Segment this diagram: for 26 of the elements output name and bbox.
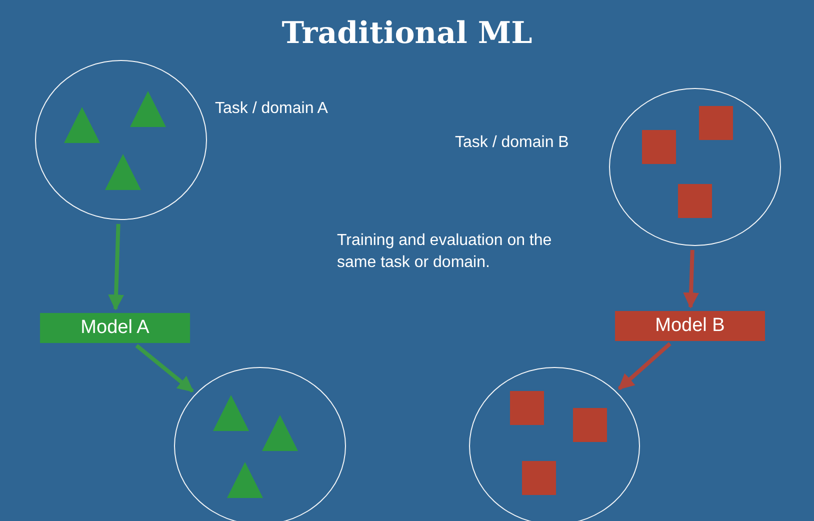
model-box: Model B <box>615 311 765 341</box>
triangle-shape <box>262 415 298 451</box>
arrow <box>108 224 124 311</box>
domain-label: Task / domain B <box>455 133 569 153</box>
arrow <box>683 250 700 309</box>
triangle-shape <box>130 91 166 127</box>
square-shape <box>522 461 556 495</box>
square-shape <box>678 184 712 218</box>
domain-circle <box>174 367 346 521</box>
arrow <box>618 342 672 390</box>
square-shape <box>699 106 733 140</box>
model-box: Model A <box>40 313 190 343</box>
square-shape <box>642 130 676 164</box>
domain-label: Task / domain A <box>215 99 328 119</box>
triangle-shape <box>105 154 141 190</box>
arrow <box>135 344 194 393</box>
triangle-shape <box>213 395 249 431</box>
triangle-shape <box>64 107 100 143</box>
title: Traditional ML <box>280 16 534 51</box>
note-text: Training and evaluation on the same task or domain. <box>337 231 552 273</box>
square-shape <box>573 408 607 442</box>
domain-circle <box>35 60 207 220</box>
square-shape <box>510 391 544 425</box>
domain-circle <box>469 367 640 521</box>
triangle-shape <box>227 462 263 498</box>
domain-circle <box>609 88 781 246</box>
